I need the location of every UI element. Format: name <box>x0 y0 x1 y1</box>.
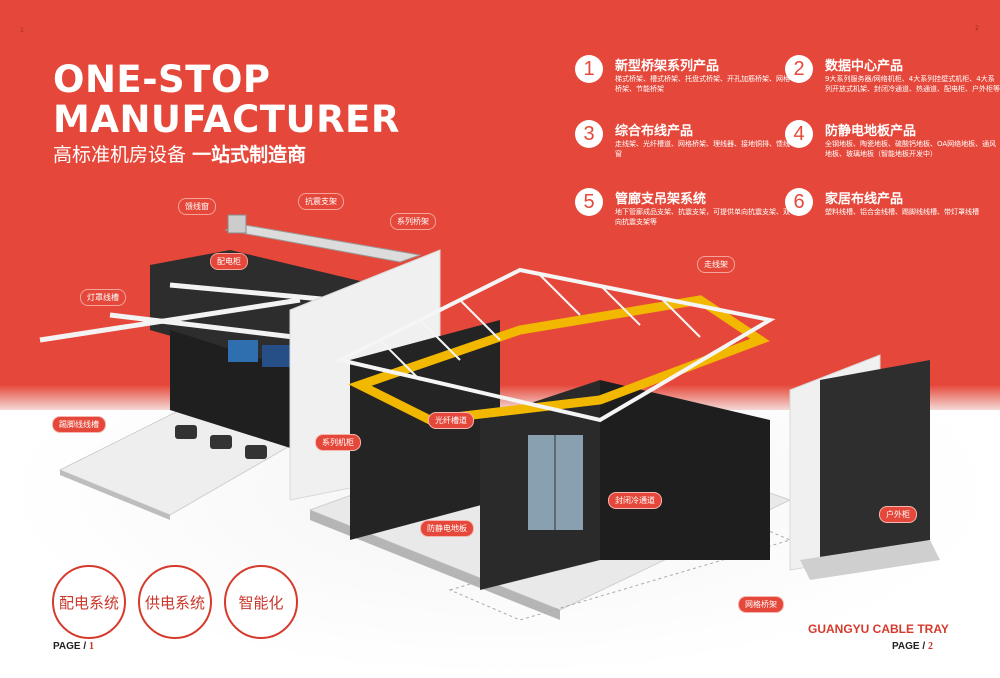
callout-feeder-window: 馈线窗 <box>178 198 216 215</box>
ladder-rungs <box>379 274 701 381</box>
feature-title: 防静电地板产品 <box>825 124 917 139</box>
callout-cold-aisle: 封闭冷通道 <box>608 492 662 509</box>
callout-series-tray: 系列桥架 <box>390 213 436 230</box>
cabinet-row-right <box>600 380 770 560</box>
left-floor-edge <box>60 470 170 520</box>
system-circle-power-supply: 供电系统 <box>138 565 212 639</box>
feature-description: 走线架、光纤槽道、网格桥架、理线器、接地铜排、馈线窗 <box>615 140 790 158</box>
page-prefix: PAGE / <box>53 641 89 652</box>
number-badge-icon: 3 <box>575 120 603 148</box>
headline-line-1: ONE-STOP <box>53 58 271 101</box>
callout-fiber-trough: 光纤槽道 <box>428 412 474 429</box>
feature-title: 新型桥架系列产品 <box>615 59 720 74</box>
page-marker-right: 2 <box>975 25 979 32</box>
headline-line-2: MANUFACTURER <box>53 98 400 141</box>
page-number: 1 <box>88 641 94 652</box>
feature-title: 综合布线产品 <box>615 124 694 139</box>
page-number: 2 <box>927 641 933 652</box>
outdoor-cabinet-shape <box>820 360 930 560</box>
feature-description: 梯式桥架、槽式桥架、托盘式桥架、开孔加筋桥架、网格桥架、节能桥架 <box>615 75 790 93</box>
feature-description: 全钢地板、陶瓷地板、硫酸钙地板、OA网络地板、通风地板、玻璃地板（智能地板开发中… <box>825 140 997 158</box>
callout-distribution-cabinet: 配电柜 <box>210 253 248 270</box>
number-badge-icon: 5 <box>575 188 603 216</box>
page-marker-left: 1 <box>20 27 24 34</box>
page-number-left: PAGE / 1 <box>53 641 94 652</box>
page-number-right: PAGE / 2 <box>892 641 933 652</box>
center-floor-edge <box>310 510 560 620</box>
monitor-screen <box>262 345 292 367</box>
callout-cable-ladder: 走线架 <box>697 256 735 273</box>
callout-series-cabinet: 系列机柜 <box>315 434 361 451</box>
callout-antistatic-floor: 防静电地板 <box>420 520 474 537</box>
number-badge-icon: 1 <box>575 55 603 83</box>
headline-cn-bold: 一站式制造商 <box>192 144 307 166</box>
callout-outdoor-cabinet: 户外柜 <box>879 506 917 523</box>
callout-wire-mesh-tray: 网格桥架 <box>738 596 784 613</box>
callout-skirting-trunking: 踢脚线线槽 <box>52 416 106 433</box>
number-badge-icon: 2 <box>785 55 813 83</box>
headline-english: ONE-STOP MANUFACTURER <box>53 60 400 140</box>
headline-cn-regular: 高标准机房设备 <box>53 144 187 166</box>
page-prefix: PAGE / <box>892 641 928 652</box>
brand-name: GUANGYU CABLE TRAY <box>808 622 949 636</box>
feature-title: 家居布线产品 <box>825 192 904 207</box>
outdoor-cabinet-base <box>800 540 940 580</box>
callout-lamp-trunking: 灯罩线槽 <box>80 289 126 306</box>
feature-description: 9大系列服务器/网络机柜、4大系列挂壁式机柜、4大系列开放式机架、封闭冷通道、热… <box>825 75 1000 93</box>
number-badge-icon: 4 <box>785 120 813 148</box>
headline-chinese: 高标准机房设备 一站式制造商 <box>53 143 306 167</box>
feature-title: 管廊支吊架系统 <box>615 192 707 207</box>
feature-title: 数据中心产品 <box>825 59 904 74</box>
system-circle-intelligent: 智能化 <box>224 565 298 639</box>
feature-description: 塑料线槽、铝合金线槽、踢脚线线槽、带灯罩线槽 <box>825 208 979 216</box>
callout-seismic-bracket: 抗震支架 <box>298 193 344 210</box>
number-badge-icon: 6 <box>785 188 813 216</box>
feeder-window-shape <box>227 214 247 234</box>
monitor-screen <box>228 340 258 362</box>
chairs <box>175 425 267 459</box>
feature-description: 地下管廊成品支架、抗震支架，可提供单向抗震支架、双向抗震支架等 <box>615 208 790 226</box>
system-circle-power-distribution: 配电系统 <box>52 565 126 639</box>
